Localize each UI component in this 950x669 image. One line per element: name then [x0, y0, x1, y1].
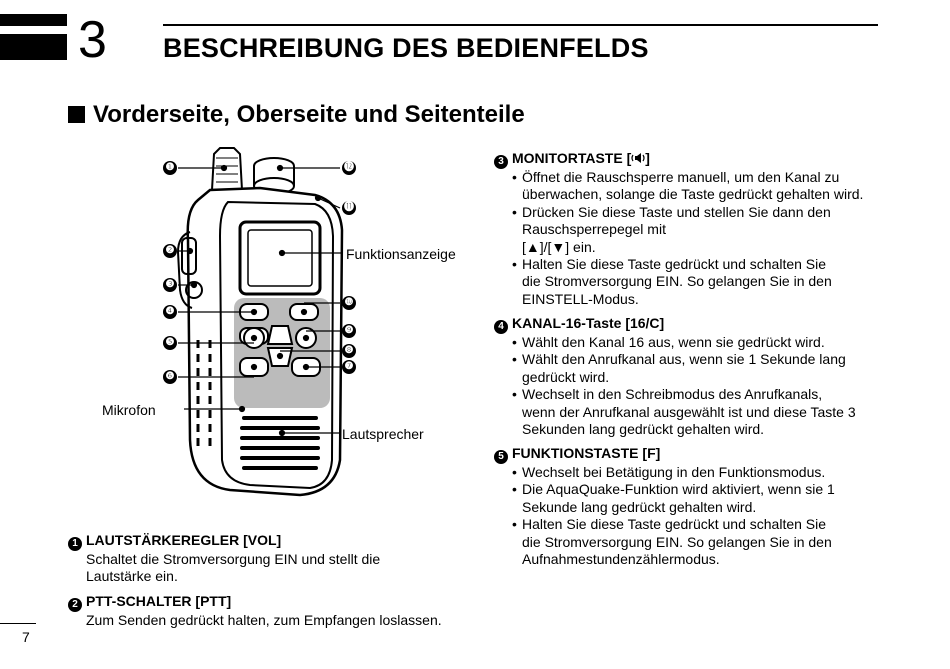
entry-volume-line: Lautstärke ein.: [86, 568, 178, 585]
page-number-rule: [0, 623, 36, 624]
callout-4: ❹: [163, 305, 177, 319]
callout-3: ❸: [163, 278, 177, 292]
chapter-number: 3: [78, 11, 107, 69]
callout-9: ❾: [342, 324, 356, 338]
section-title: Vorderseite, Oberseite und Seitenteile: [68, 101, 525, 129]
square-bullet-icon: [68, 106, 85, 123]
callout-7: ❼: [342, 360, 356, 374]
bullet-item: Wählt den Kanal 16 aus, wenn sie gedrück…: [512, 334, 894, 352]
chapter-title: BESCHREIBUNG DES BEDIENFELDS: [163, 33, 649, 63]
header-rule: [163, 24, 878, 26]
speaker-label: Lautsprecher: [342, 426, 424, 442]
bullet-item: Wechselt in den Schreibmodus des Anrufka…: [512, 386, 894, 438]
bullet-item: Wählt den Anrufkanal aus, wenn sie 1 Sek…: [512, 351, 894, 386]
callout-2: ❷: [163, 244, 177, 258]
bullet-item: Die AquaQuake-Funktion wird aktiviert, w…: [512, 481, 894, 516]
bullet-item: Drücken Sie diese Taste und stellen Sie …: [512, 204, 894, 256]
display-label: Funktionsanzeige: [346, 246, 456, 262]
callout-10: ❿: [342, 296, 356, 310]
bullet-item: Halten Sie diese Taste gedrückt und scha…: [512, 256, 894, 308]
chapter-tab-bar-top: [0, 14, 67, 26]
bullet-item: Wechselt bei Betätigung in den Funktions…: [512, 464, 894, 482]
marker-5-icon: 5: [494, 450, 508, 464]
callout-8: ❽: [342, 344, 356, 358]
callout-11: ⓫: [342, 201, 356, 215]
marker-2-icon: 2: [68, 598, 82, 612]
section-title-text: Vorderseite, Oberseite und Seitenteile: [93, 101, 525, 128]
mic-label: Mikrofon: [102, 402, 156, 418]
entry-ptt-line: Zum Senden gedrückt halten, zum Empfange…: [86, 612, 442, 628]
monitor-speaker-icon: [631, 153, 645, 163]
callout-5: ❺: [163, 336, 177, 350]
callout-6: ❻: [163, 370, 177, 384]
marker-3-icon: 3: [494, 155, 508, 169]
page-number: 7: [22, 629, 30, 645]
callout-1: ❶: [163, 161, 177, 175]
callout-12: ⓬: [342, 161, 356, 175]
chapter-tab-bar-bottom: [0, 34, 67, 60]
bullet-item: Halten Sie diese Taste gedrückt und scha…: [512, 516, 894, 568]
marker-4-icon: 4: [494, 320, 508, 334]
marker-1-icon: 1: [68, 537, 82, 551]
entry-volume-line: Schaltet die Stromversorgung EIN und ste…: [86, 551, 381, 567]
bullet-item: Öffnet die Rauschsperre manuell, um den …: [512, 169, 894, 204]
radio-illustration: [176, 147, 344, 497]
